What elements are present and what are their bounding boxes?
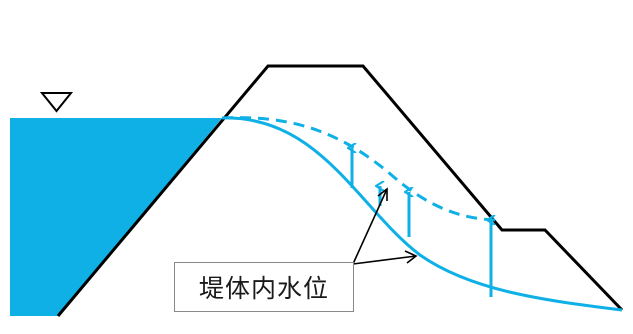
leader-arrowhead-upper	[377, 187, 388, 201]
leader-arrowhead-lower	[404, 250, 418, 264]
phreatic-line-raised	[221, 116, 501, 222]
water-level-triangle-icon	[39, 92, 74, 113]
leader-line-lower	[352, 255, 417, 265]
phreatic-line-lower	[221, 116, 623, 312]
levee-water-level-label: 堤体内水位	[198, 274, 329, 303]
reservoir-water	[10, 118, 222, 316]
levee-water-level-label-box: 堤体内水位	[174, 262, 354, 312]
leader-line-upper	[352, 188, 388, 265]
levee-outline	[56, 64, 624, 317]
